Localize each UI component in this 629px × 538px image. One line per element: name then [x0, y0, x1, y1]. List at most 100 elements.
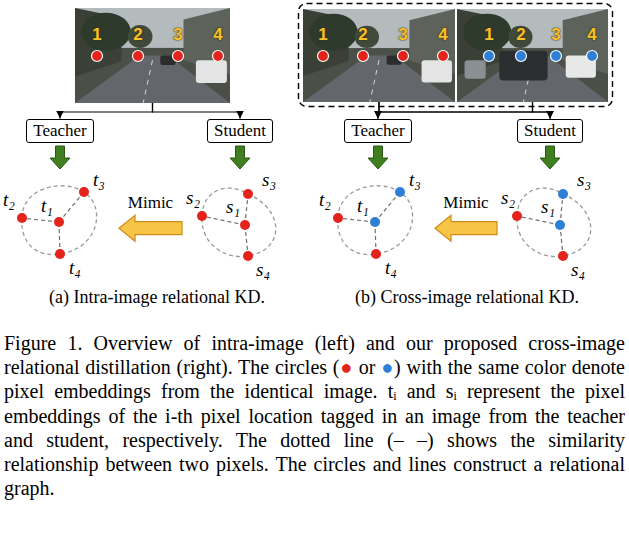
embedding-dot	[55, 249, 65, 259]
callout-number: 2	[133, 26, 142, 43]
model-box: Student	[517, 119, 583, 143]
lane-mark	[370, 60, 379, 102]
model-box: Teacher	[26, 119, 94, 143]
sub-caption: (b) Cross-image relational KD.	[355, 287, 579, 309]
model-box: Student	[207, 119, 273, 143]
tree	[508, 26, 532, 48]
embedding-dot	[17, 213, 27, 223]
car	[196, 60, 227, 83]
embedding-label: t₃	[408, 170, 422, 189]
embedding-dot	[240, 220, 250, 230]
sub-caption: (a) Intra-image relational KD.	[49, 287, 265, 309]
pixel-dot	[438, 51, 449, 62]
callout-number: 3	[173, 26, 182, 43]
pixel-dot	[484, 51, 495, 62]
model-name: Teacher	[351, 121, 405, 140]
color-dot-symbol: ●	[381, 356, 394, 378]
pixel-dot	[516, 51, 527, 62]
street-photo	[457, 9, 608, 102]
street-photo	[75, 8, 230, 103]
model-name: Student	[214, 121, 266, 140]
dashed-pair-frame	[299, 4, 613, 107]
graph-outline	[22, 186, 97, 255]
similarity-line	[338, 218, 375, 222]
callout-number: 4	[438, 26, 447, 43]
street-image: 1234	[75, 8, 230, 103]
mimic-block-arrow	[435, 215, 497, 241]
embedding-dot	[558, 251, 568, 261]
tree	[463, 14, 511, 51]
tree	[355, 26, 379, 48]
green-block-arrow	[540, 146, 560, 169]
embedding-dot	[512, 211, 522, 221]
callout-number: 4	[213, 26, 222, 43]
embedding-label: t₁	[356, 196, 370, 215]
split-connector	[533, 102, 550, 119]
tree	[81, 13, 131, 51]
embedding-label: s₃	[261, 170, 277, 189]
street-image: 1 2 3 4	[457, 9, 608, 102]
embedding-dot	[197, 211, 207, 221]
embedding-dot	[558, 189, 568, 199]
lane-mark	[143, 60, 152, 103]
embedding-dot	[395, 187, 405, 197]
graph-outline	[338, 186, 413, 255]
pixel-dot	[133, 51, 144, 62]
callout-number: 3	[398, 26, 407, 43]
callout-number: 2	[516, 26, 525, 43]
graph-outline	[517, 188, 591, 256]
street-ground	[457, 9, 608, 102]
embedding-dot	[370, 217, 380, 227]
pixel-dot	[92, 51, 103, 62]
callout-number: 1	[318, 26, 327, 43]
embedding-dot	[54, 217, 64, 227]
road	[75, 56, 230, 104]
pixel-dot	[358, 51, 369, 62]
embedding-label: t₂	[318, 190, 332, 209]
embedding-label: s₄	[570, 260, 586, 279]
similarity-line	[375, 192, 400, 222]
embedding-dot	[555, 220, 565, 230]
embedding-dot	[371, 249, 381, 259]
relational-graph: s₃s₂s₁s₄	[185, 170, 300, 282]
embedding-dot	[333, 213, 343, 223]
embedding-dot	[243, 251, 253, 261]
road	[303, 56, 455, 103]
embedding-label: t₄	[68, 258, 82, 277]
callout-number: 1	[484, 26, 493, 43]
embedding-label: s₃	[576, 170, 592, 189]
embedding-label: s₂	[185, 188, 201, 207]
color-dot-symbol: ●	[340, 356, 354, 378]
tree	[128, 25, 153, 48]
embedding-dot	[79, 187, 89, 197]
car	[422, 60, 452, 82]
pixel-dot	[587, 51, 598, 62]
callout-number: 4	[587, 26, 596, 43]
callout-number: 2	[358, 26, 367, 43]
graph-drawing	[500, 170, 615, 282]
split-connector	[153, 103, 240, 119]
embedding-label: s₁	[225, 197, 241, 216]
pixel-dot	[173, 51, 184, 62]
similarity-line	[22, 218, 59, 222]
split-connector	[379, 102, 550, 119]
green-block-arrow	[50, 146, 70, 169]
relational-graph: s₃s₂s₁s₄	[500, 170, 615, 282]
model-name: Teacher	[33, 121, 87, 140]
car	[465, 60, 486, 79]
similarity-line	[202, 216, 245, 225]
car	[499, 51, 547, 81]
street-image: 1 2 3 4	[303, 9, 455, 102]
embedding-label: t₂	[2, 190, 16, 209]
street-photo	[303, 9, 455, 102]
split-connector	[378, 102, 533, 119]
embedding-label: t₃	[92, 170, 106, 189]
embedding-label: t₄	[384, 258, 398, 277]
split-connector	[60, 103, 153, 119]
pixel-dot	[551, 51, 562, 62]
callout-number: 3	[551, 26, 560, 43]
relational-graph: t₃t₂t₁t₄	[2, 170, 116, 282]
graph-drawing	[185, 170, 300, 282]
figure-caption: Figure 1. Overview of intra-image (left)…	[4, 331, 625, 500]
